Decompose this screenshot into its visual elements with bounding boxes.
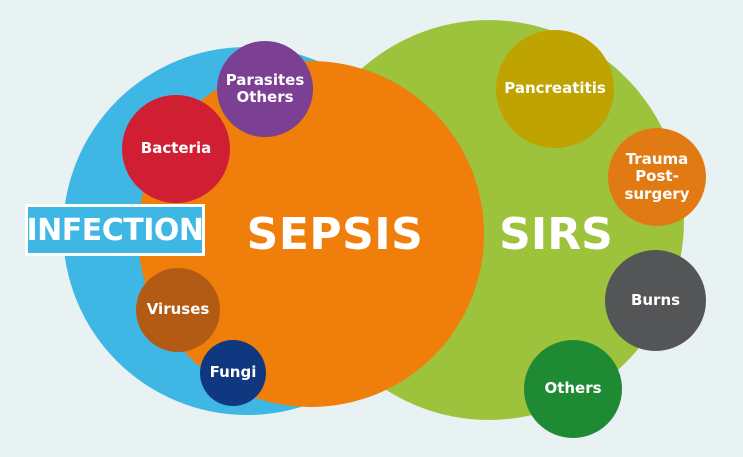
sirs-label: SIRS [499,208,613,260]
trauma-post-surgery-circle [608,128,706,226]
others-circle [524,340,622,438]
viruses-label: Viruses [146,300,210,319]
viruses-circle [136,268,220,352]
trauma-post-surgery-label: Trauma Post- surgery [624,150,690,203]
parasites-others-circle [217,41,313,137]
fungi-circle [200,340,266,406]
sepsis-label: SEPSIS [246,208,424,260]
infection-label: INFECTION [25,204,205,256]
bacteria-circle [122,95,230,203]
parasites-others-label: Parasites Others [225,70,305,106]
pancreatitis-circle [496,30,614,148]
others-label: Others [544,379,602,398]
burns-circle [605,250,706,351]
burns-label: Burns [630,290,681,309]
pancreatitis-label: Pancreatitis [504,79,606,98]
fungi-label: Fungi [209,363,257,382]
bacteria-label: Bacteria [140,139,212,158]
